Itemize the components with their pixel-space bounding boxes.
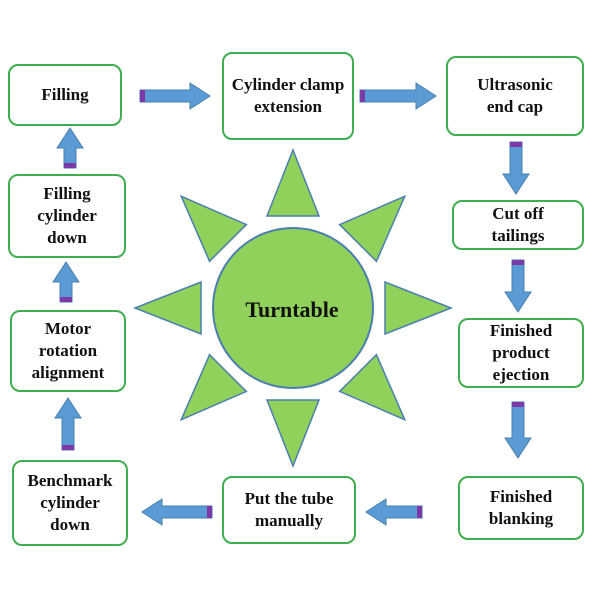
sun-ray-2 [338, 194, 407, 263]
sun-ray-8 [179, 194, 248, 263]
sun-ray-3 [384, 280, 454, 336]
sun-ray-1 [265, 147, 321, 217]
step-filling-cylinder-down: Filling cylinder down [8, 174, 126, 258]
step-ultrasonic-end-cap: Ultrasonic end cap [446, 56, 584, 136]
step-put-the-tube-manually: Put the tube manually [222, 476, 356, 544]
sun-ray-6 [179, 353, 248, 422]
step-cut-off-tailings: Cut off tailings [452, 200, 584, 250]
sun-ray-7 [132, 280, 202, 336]
arrow-ultrasonic-to-cutoff [502, 141, 530, 195]
arrow-filling-to-clamp [139, 82, 211, 110]
arrow-motor-to-fillingcyl [52, 261, 80, 303]
arrow-fillingcyl-to-filling [56, 127, 84, 169]
arrow-benchmark-to-motor [54, 397, 82, 451]
flow-arrows [52, 82, 532, 526]
step-motor-rotation-alignment: Motor rotation alignment [10, 310, 126, 392]
step-cylinder-clamp-extension: Cylinder clamp extension [222, 52, 354, 140]
arrow-ejection-to-blanking [504, 401, 532, 459]
arrow-clamp-to-ultrasonic [359, 82, 437, 110]
arrow-blanking-to-puttube [365, 498, 423, 526]
step-benchmark-cylinder-down: Benchmark cylinder down [12, 460, 128, 546]
step-filling: Filling [8, 64, 122, 126]
step-finished-product-ejection: Finished product ejection [458, 318, 584, 388]
turntable-circle [212, 227, 374, 389]
sun-ray-5 [265, 399, 321, 469]
sun-rays [132, 147, 454, 469]
sun-ray-4 [338, 353, 407, 422]
arrow-cutoff-to-ejection [504, 259, 532, 313]
step-finished-blanking: Finished blanking [458, 476, 584, 540]
arrow-puttube-to-benchmark [141, 498, 213, 526]
